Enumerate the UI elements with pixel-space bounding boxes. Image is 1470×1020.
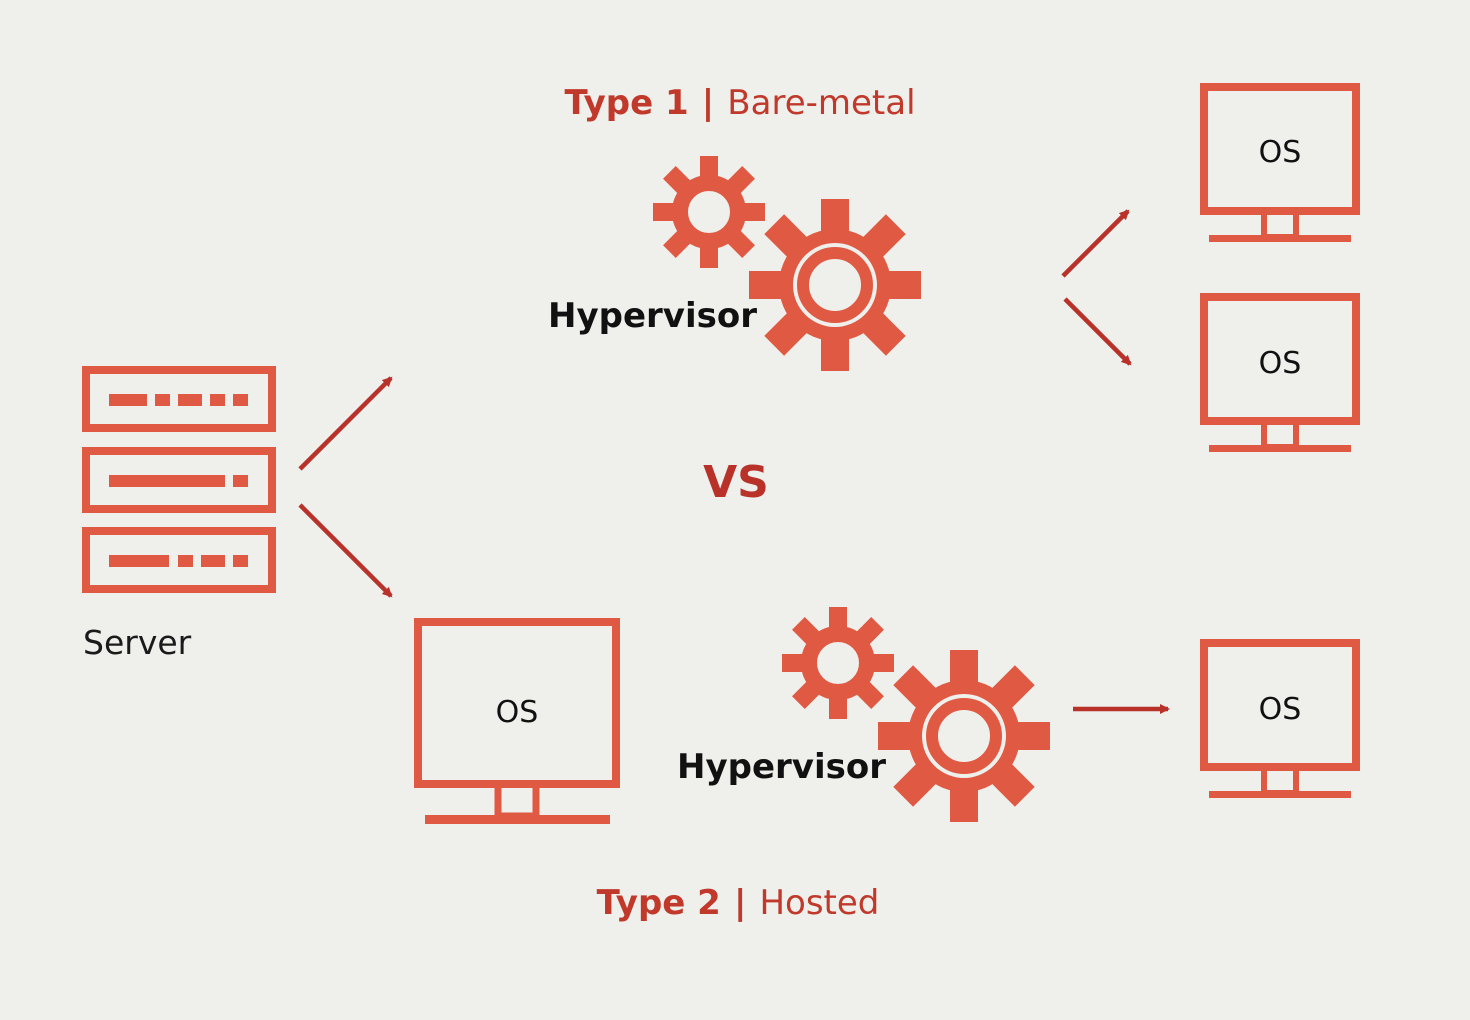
type1-vm-os-label-2: OS — [1259, 346, 1302, 381]
gear-large-icon-2 — [878, 650, 1050, 822]
type1-arrow-up — [1061, 209, 1130, 278]
type2-title-separator: | — [734, 883, 746, 923]
type1-vm-monitor-2: OS — [1200, 293, 1360, 452]
type2-hypervisor-label: Hypervisor — [677, 747, 886, 787]
gear-small-icon-2 — [782, 607, 894, 719]
gear-large-icon — [749, 199, 921, 371]
type2-vm-monitor-1: OS — [1200, 639, 1360, 798]
type2-title-light: Hosted — [759, 883, 879, 923]
server-label: Server — [83, 623, 192, 662]
type1-arrow-down — [1063, 297, 1132, 366]
server-arrow-down — [298, 503, 393, 598]
type1-title: Type 1 | Bare-metal — [564, 83, 915, 123]
server-icon — [82, 366, 276, 593]
type1-title-separator: | — [702, 83, 714, 123]
server-arrow-up — [298, 376, 393, 471]
type2-vm-os-label-1: OS — [1259, 692, 1302, 727]
type1-vm-monitor-1: OS — [1200, 83, 1360, 242]
gear-small-icon — [653, 156, 765, 268]
type2-host-os-label: OS — [496, 695, 539, 730]
type2-title: Type 2 | Hosted — [597, 883, 880, 923]
gear-small-teeth-2 — [782, 607, 894, 719]
gear-small-teeth — [653, 156, 765, 268]
type2-title-strong: Type 2 — [597, 883, 721, 923]
type1-hypervisor-label: Hypervisor — [548, 296, 757, 336]
type1-vm-os-label-1: OS — [1259, 135, 1302, 170]
vs-label: VS — [703, 457, 769, 508]
type1-title-light: Bare-metal — [727, 83, 915, 123]
type2-host-monitor: OS — [414, 618, 620, 824]
type1-title-strong: Type 1 — [564, 83, 688, 123]
